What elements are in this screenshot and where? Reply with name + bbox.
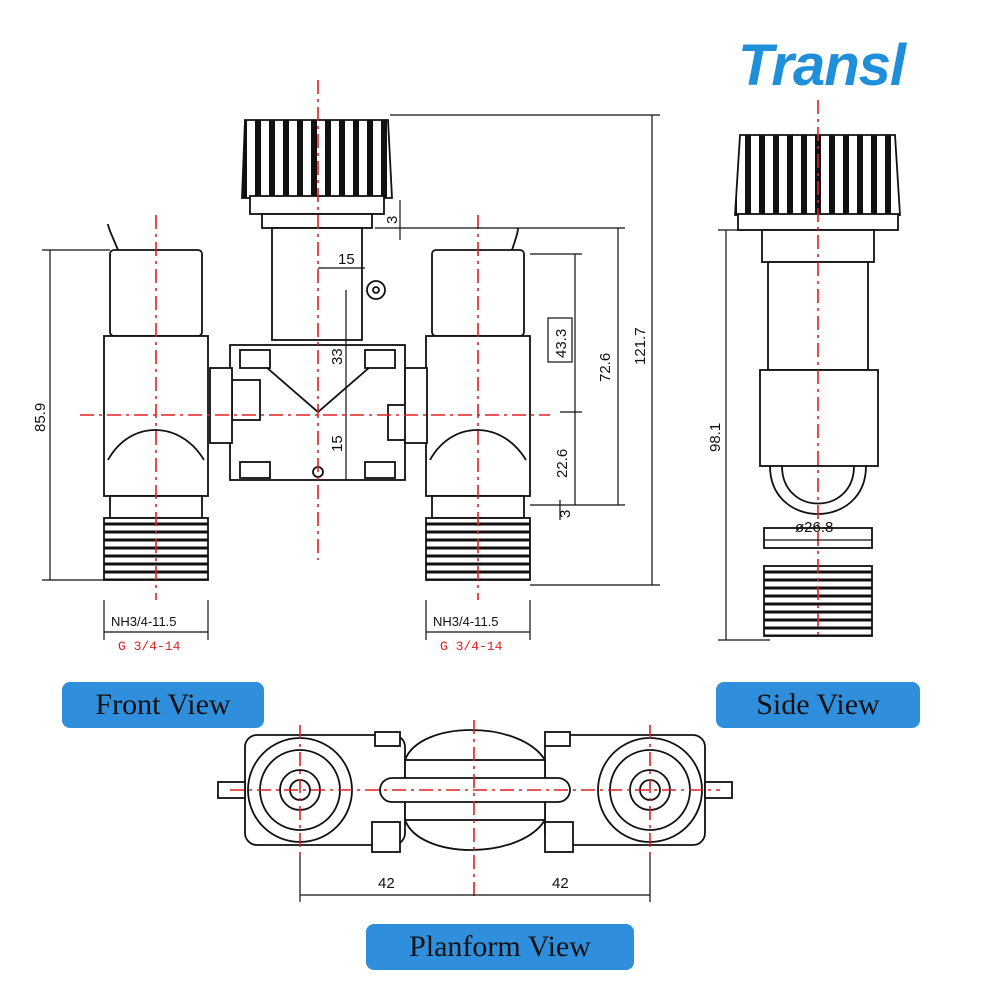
dim-center-33: 33 (329, 348, 346, 365)
dim-left-height: 85.9 (32, 403, 49, 432)
side-dimension-lines (718, 229, 872, 641)
dim-upper-height: 72.6 (597, 353, 614, 382)
dim-side-diameter: ø26.8 (795, 519, 833, 536)
dim-side-height: 98.1 (707, 423, 724, 452)
dim-coil-height: 43.3 (553, 329, 570, 358)
dim-plan-right: 42 (552, 875, 569, 892)
thread-left-g: G 3/4-14 (118, 639, 181, 654)
planform-dimension-lines (299, 855, 651, 902)
side-view-label: Side View (716, 682, 920, 728)
dim-center-15-upper: 15 (338, 251, 355, 268)
dim-overall-height: 121.7 (632, 327, 649, 365)
dim-gap-bottom: 3 (557, 510, 574, 518)
dim-lower-height: 22.6 (554, 449, 571, 478)
front-dimension-lines (42, 114, 660, 640)
thread-left-nh: NH3/4-11.5 (111, 614, 177, 629)
planform-view-label: Planform View (366, 924, 634, 970)
planform-centerlines (230, 720, 720, 900)
dim-plan-left: 42 (378, 875, 395, 892)
brand-logo: Transl (738, 33, 906, 98)
knob (241, 119, 393, 199)
front-view-label: Front View (62, 682, 264, 728)
dim-center-15-lower: 15 (329, 435, 346, 452)
front-view (103, 119, 531, 581)
front-centerlines (80, 80, 550, 600)
thread-right-g: G 3/4-14 (440, 639, 503, 654)
thread-right-nh: NH3/4-11.5 (433, 614, 499, 629)
dim-gap-top: 3 (384, 216, 401, 224)
planform-view (217, 729, 733, 853)
